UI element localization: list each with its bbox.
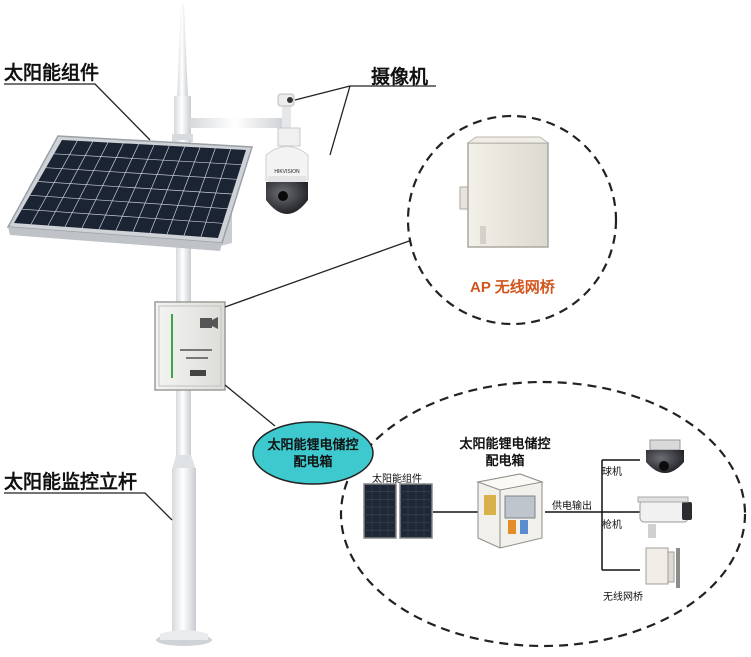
detail-solar-module-label: 太阳能组件	[372, 474, 422, 485]
camera-arm	[190, 93, 295, 128]
detail-box-line2: 配电箱	[485, 453, 525, 468]
power-box-badge-line2: 配电箱	[293, 454, 333, 469]
bullet-camera	[637, 496, 692, 538]
camera-label: 摄像机	[371, 67, 429, 88]
dome-camera-label: 球机	[602, 467, 622, 478]
power-storage-box	[476, 473, 544, 549]
solar-module-label: 太阳能组件	[4, 63, 100, 84]
system-detail-callout	[339, 380, 747, 648]
leader-lines	[4, 83, 436, 521]
solar-panel	[6, 135, 254, 251]
detail-box-line1: 太阳能锂电储控	[459, 436, 551, 451]
power-box-badge-line1: 太阳能锂电储控	[267, 437, 359, 452]
control-box	[154, 301, 226, 391]
solar-panel-cells	[21, 140, 242, 237]
small-solar-panels	[363, 483, 433, 539]
pole-label: 太阳能监控立杆	[4, 472, 138, 493]
ap-bridge-device	[459, 136, 550, 248]
ap-bridge-label: AP 无线网桥	[470, 279, 555, 296]
wireless-bridge-label: 无线网桥	[603, 592, 643, 603]
ptz-camera	[265, 127, 309, 214]
dome-camera	[646, 439, 684, 473]
bullet-camera-label: 枪机	[602, 520, 622, 531]
power-output-label: 供电输出	[552, 501, 592, 512]
detail-box-label: 太阳能锂电储控 配电箱	[450, 435, 560, 469]
camera-brand-text: HIKVISION	[274, 169, 300, 175]
power-box-badge	[252, 421, 374, 485]
power-box-badge-label: 太阳能锂电储控 配电箱	[263, 436, 363, 470]
wireless-bridge-device	[645, 547, 680, 588]
